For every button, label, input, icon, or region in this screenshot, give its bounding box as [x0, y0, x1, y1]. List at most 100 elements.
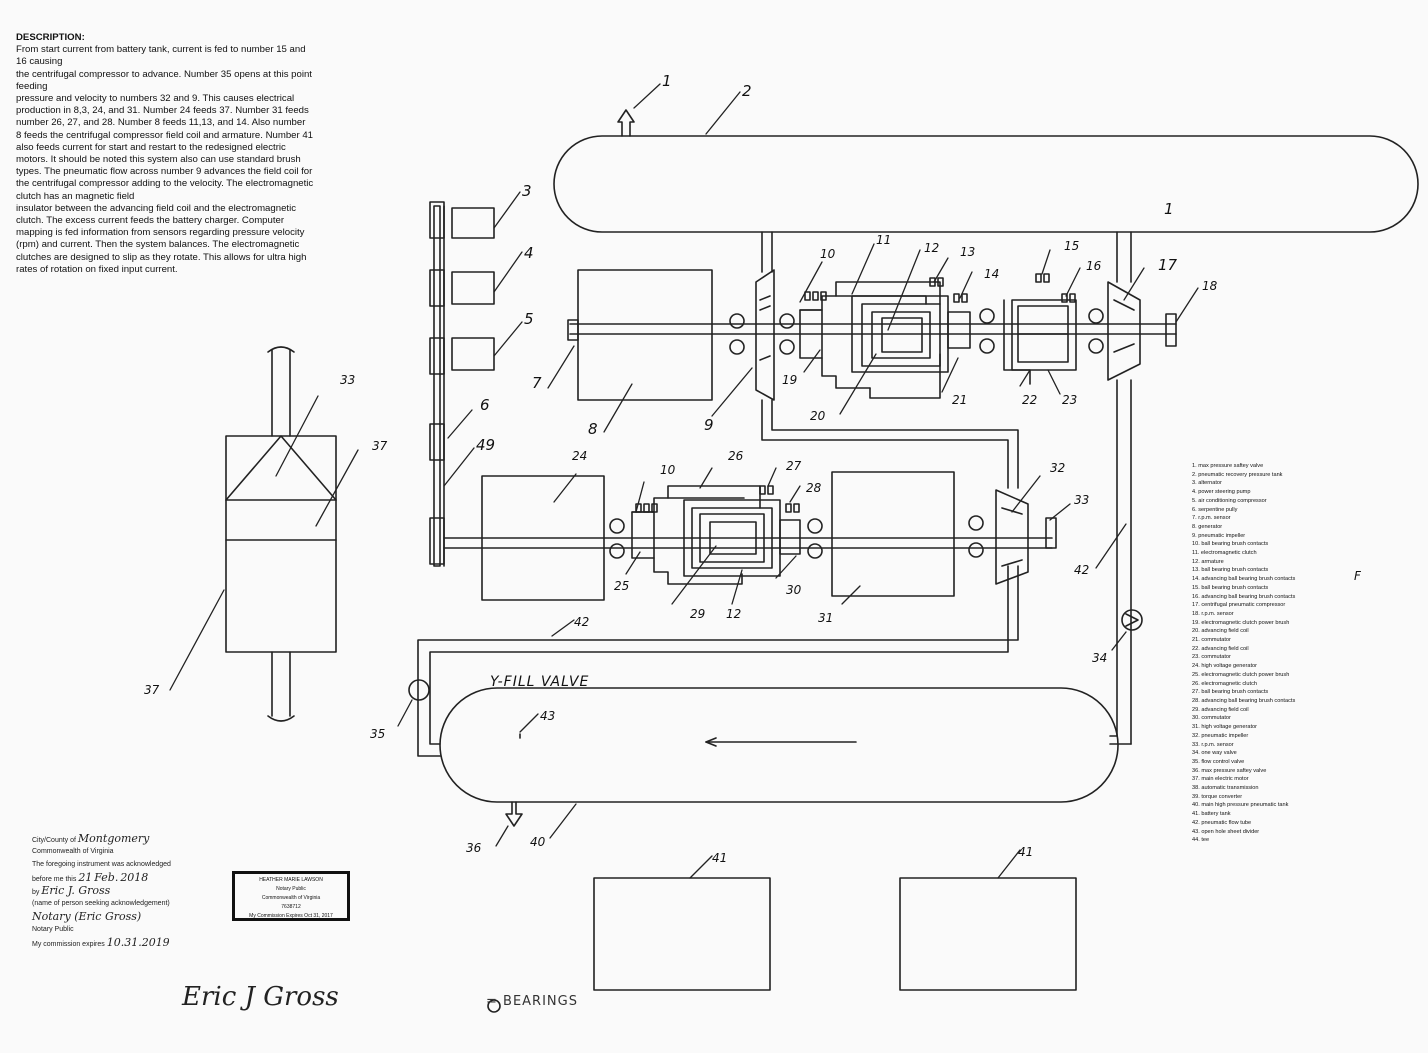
legend-item: 22. advancing field coil: [1192, 645, 1249, 652]
description-block: DESCRIPTION: From start current from bat…: [16, 32, 426, 276]
power-steering-pump-4: [451, 271, 495, 305]
stamp-line: Commonwealth of Virginia: [261, 895, 321, 901]
label-36: 36: [466, 841, 482, 855]
battery-tank-41-left: [593, 877, 771, 991]
notary-date-month: Feb.: [94, 871, 119, 884]
label-37a: 37: [372, 439, 388, 453]
notary-by-value: Eric J. Gross: [41, 884, 111, 897]
pneumatic-recovery-tank: [553, 135, 1419, 233]
legend-item: 34. one way valve: [1192, 750, 1237, 757]
legend-item: 18. r.p.m. sensor: [1192, 610, 1234, 617]
commutator-21: [947, 311, 971, 349]
legend-item: 11. electromagnetic clutch: [1192, 550, 1257, 557]
notary-line: by Eric J. Gross: [32, 884, 212, 897]
label-31: 31: [818, 611, 833, 625]
label-16: 16: [1086, 259, 1102, 273]
label-32: 32: [1050, 461, 1065, 475]
legend-item: 41. battery tank: [1192, 811, 1231, 818]
battery-tank-41-right: [899, 877, 1077, 991]
upper-shaft: [567, 313, 1177, 347]
notary-line: My commission expires 10.31.2019: [32, 936, 212, 949]
high-voltage-generator-31: [831, 471, 955, 597]
label-33: 33: [1074, 493, 1089, 507]
legend-item: 43. open hole sheet divider: [1192, 828, 1260, 835]
pneumatic-impeller-9: [755, 269, 775, 401]
label-19: 19: [782, 373, 797, 387]
notary-date-year: 2018: [120, 871, 149, 884]
notary-by-label: by: [32, 889, 40, 896]
legend-item: 6. serpentine pully: [1192, 506, 1238, 513]
ac-compressor-5: [451, 337, 495, 371]
alternator-3: [451, 207, 495, 239]
label-28: 28: [806, 481, 822, 495]
description-line: 16 causing: [16, 56, 63, 68]
label-25: 25: [614, 579, 629, 593]
label-15: 15: [1064, 239, 1079, 253]
generator-8: [577, 269, 713, 401]
label-4: 4: [524, 244, 534, 262]
legend-item: 8. generator: [1192, 523, 1223, 530]
legend-item: 1. max pressure saftey valve: [1192, 463, 1264, 469]
description-line: rates of rotation on fixed input current…: [16, 263, 178, 275]
notary-expiry-value: 10.31.2019: [106, 936, 170, 949]
legend-item: 7. r.p.m. sensor: [1192, 515, 1231, 522]
label-23: 23: [1062, 393, 1077, 407]
side-mark: F: [1354, 569, 1362, 583]
legend-item: 20. advancing field coil: [1192, 628, 1249, 635]
pneumatic-flow-tubes: [417, 231, 1132, 757]
legend-item: 37. main electric motor: [1192, 776, 1249, 783]
legend-item: 2. pneumatic recovery pressure tank: [1192, 471, 1283, 478]
stamp-line: 7638712: [281, 904, 301, 910]
notary-expiry-label: My commission expires: [32, 941, 105, 948]
legend-item: 32. pneumatic impeller: [1192, 732, 1249, 739]
label-41a: 41: [712, 851, 727, 865]
serpentine-pully-6: [429, 201, 445, 567]
one-way-valve-34: [1121, 609, 1143, 631]
field-coil-22: [1003, 299, 1077, 385]
label-7: 7: [532, 374, 542, 392]
label-13: 13: [960, 245, 975, 259]
safety-valve-36: [505, 801, 523, 827]
notary-county-value: Montgomery: [77, 832, 150, 845]
legend-item: 36. max pressure saftey valve: [1192, 767, 1267, 774]
high-voltage-generator-24: [481, 475, 605, 601]
description-line: also feeds current for start and restart…: [16, 141, 286, 153]
legend-item: 4. power steering pump: [1192, 489, 1251, 496]
notary-line: City/County of Montgomery: [32, 832, 212, 845]
main-electric-motor-37: [225, 346, 337, 722]
notary-line: The foregoing instrument was acknowledge…: [32, 861, 171, 868]
legend-item: 35. flow control valve: [1192, 758, 1245, 765]
legend-item: 5. air conditioning compressor: [1192, 497, 1267, 504]
label-5: 5: [524, 310, 534, 328]
legend-item: 39. torque converter: [1192, 793, 1243, 800]
brush-contacts-upper: [804, 273, 1076, 303]
label-6: 6: [480, 396, 490, 414]
notary-date-day: 21: [78, 871, 93, 884]
legend-item: 21. commutator: [1192, 637, 1231, 644]
label-12: 12: [924, 241, 939, 255]
label-24: 24: [572, 449, 587, 463]
label-41b: 41: [1018, 845, 1033, 859]
label-12b: 12: [726, 607, 741, 621]
legend-item: 12. armature: [1192, 558, 1224, 565]
description-line: From start current from battery tank, cu…: [16, 44, 306, 56]
notary-line: Notary Public: [32, 926, 74, 933]
legend-item: 33. r.p.m. sensor: [1192, 741, 1234, 748]
label-26: 26: [728, 449, 744, 463]
label-43: 43: [540, 709, 555, 723]
description-line: clutch. The excess current feeds the bat…: [16, 215, 285, 227]
description-line: the centrifugal compressor adding to the…: [16, 178, 314, 190]
label-29: 29: [690, 607, 705, 621]
bearings-upper: [729, 308, 1104, 355]
notary-stamp: HEATHER MARIE LAWSON Notary Public Commo…: [232, 871, 350, 921]
label-40: 40: [530, 835, 546, 849]
legend-item: 9. pneumatic impeller: [1192, 532, 1246, 539]
legend-item: 3. alternator: [1192, 480, 1222, 487]
bearings-lower: [609, 515, 984, 559]
description-line: mapping is fed information from sensors …: [16, 227, 305, 239]
label-2: 2: [742, 82, 752, 100]
description-line: types. The pneumatic flow across number …: [16, 166, 313, 178]
label-30: 30: [786, 583, 802, 597]
